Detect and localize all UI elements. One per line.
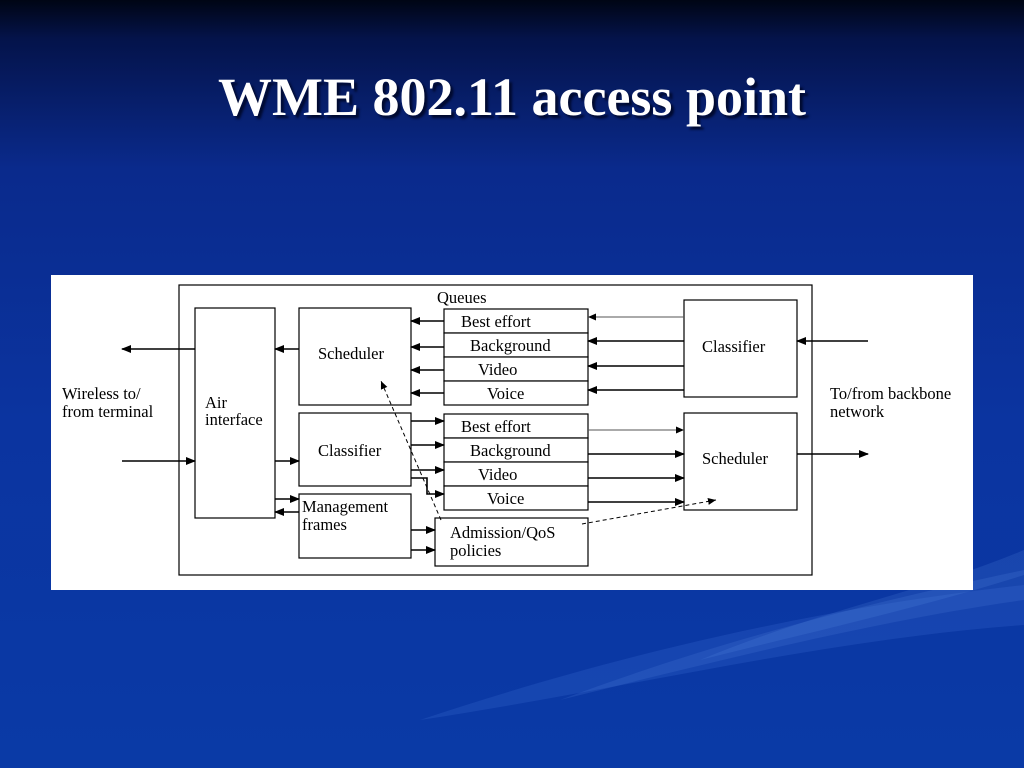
uplink-scheduler-label: Scheduler (702, 449, 768, 468)
admission-qos-label-line2: policies (450, 541, 501, 560)
uplink-queue-voice (443, 485, 589, 511)
air-interface-label-line1: Air (205, 393, 228, 412)
air-interface-box (194, 307, 276, 519)
downlink-scheduler-label: Scheduler (318, 344, 384, 363)
air-interface-label-line2: interface (205, 410, 263, 429)
downlink-queue-label: Background (470, 336, 551, 355)
backbone-label-line1: To/from backbone (830, 384, 951, 403)
uplink-classifier-box (298, 412, 412, 487)
wireless-label-line2: from terminal (62, 402, 154, 421)
management-frames-box (298, 493, 412, 559)
uplink-queue-background (443, 437, 589, 463)
background-swoosh (420, 585, 1024, 720)
downlink-classifier-label: Classifier (702, 337, 766, 356)
uplink-queue-label: Background (470, 441, 551, 460)
arrow-classifier-to-uplink-queue (411, 477, 445, 498)
downlink-classifier-box (683, 299, 798, 398)
uplink-queue-label: Voice (487, 489, 524, 508)
downlink-queue-label: Voice (487, 384, 524, 403)
downlink-queue-label: Best effort (461, 312, 531, 331)
dashed-policy-to-uplink-scheduler (581, 497, 717, 525)
downlink-queue-label: Video (478, 360, 517, 379)
uplink-queue-label: Best effort (461, 417, 531, 436)
uplink-queue-video (443, 461, 589, 487)
management-frames-label-line2: frames (302, 515, 347, 534)
admission-qos-label-line1: Admission/QoS (450, 523, 555, 542)
background-swoosh (560, 570, 1024, 700)
downlink-scheduler-box (298, 307, 412, 406)
uplink-classifier-label: Classifier (318, 441, 382, 460)
uplink-queue-label: Video (478, 465, 517, 484)
dashed-policy-to-downlink-scheduler (380, 380, 442, 521)
backbone-label-line2: network (830, 402, 885, 421)
background-swoosh (700, 550, 1024, 660)
wireless-label-line1: Wireless to/ (62, 384, 141, 403)
uplink-scheduler-box (683, 412, 798, 511)
queues-label: Queues (437, 288, 486, 307)
ap-block-diagram: Wireless to/ from terminal To/from backb… (51, 275, 973, 590)
management-frames-label-line1: Management (302, 497, 389, 516)
admission-qos-box (434, 517, 589, 567)
slide-title: WME 802.11 access point (218, 67, 806, 127)
